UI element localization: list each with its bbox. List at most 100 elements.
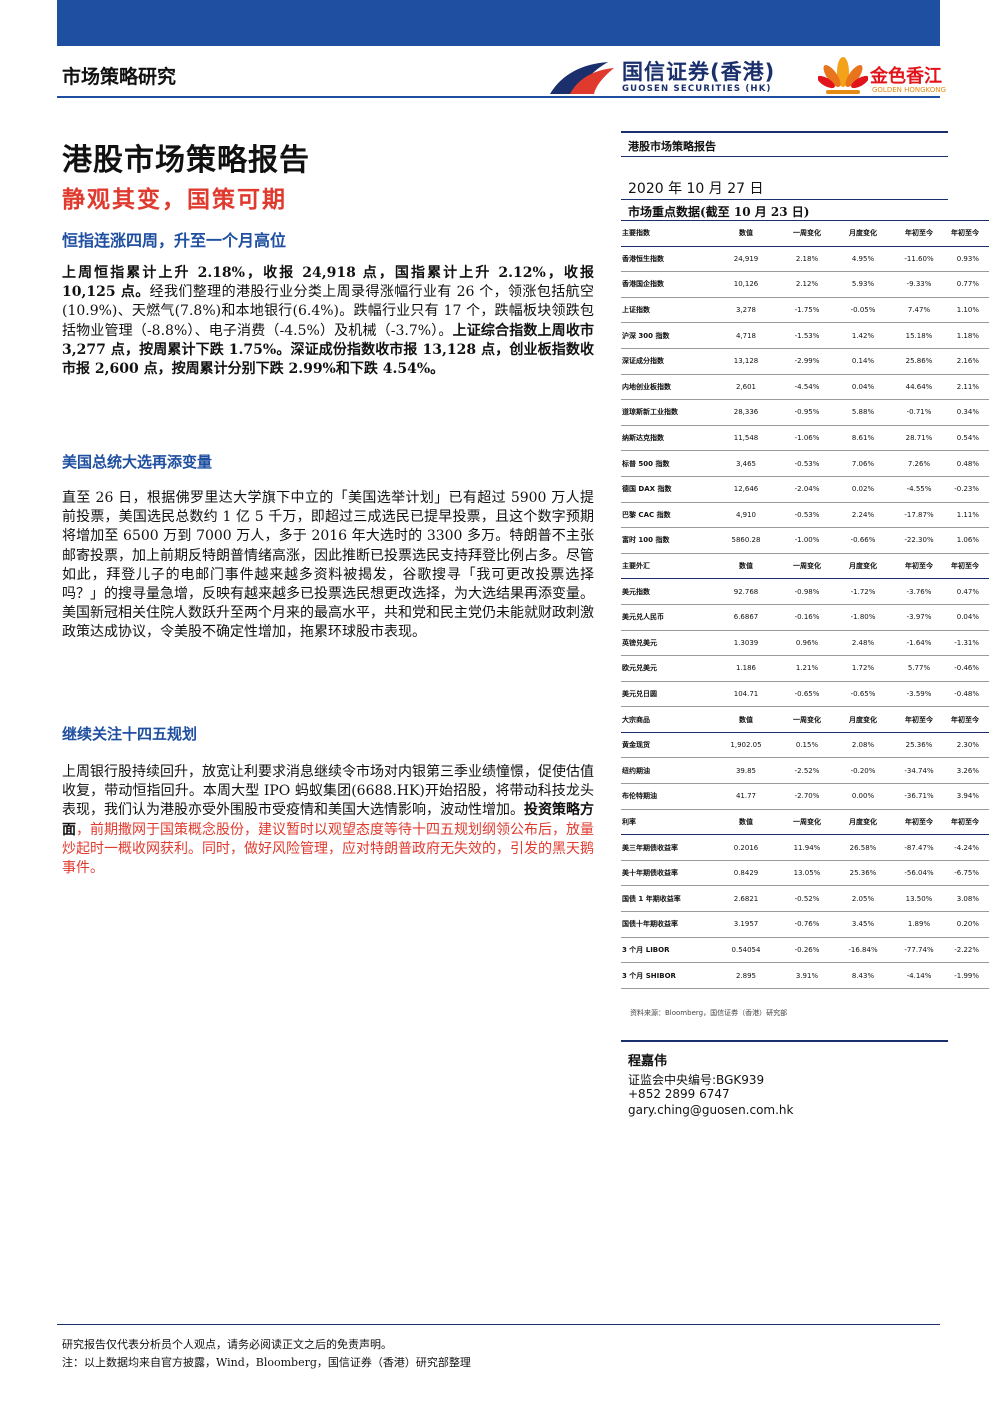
column-header: 年初至今 bbox=[947, 553, 989, 580]
sidebar-top-rule bbox=[621, 131, 948, 133]
row-label: 内地创业板指数 bbox=[621, 374, 713, 401]
table-cell: -3.97% bbox=[891, 604, 947, 631]
table-cell: -16.84% bbox=[835, 937, 891, 964]
table-cell: -6.75% bbox=[947, 860, 989, 887]
table-cell: 1.18% bbox=[947, 322, 989, 349]
table-cell: -3.59% bbox=[891, 681, 947, 708]
table-cell: -1.72% bbox=[835, 578, 891, 605]
guosen-mark-icon bbox=[550, 62, 614, 94]
table-group-header: 主要指数数值一周变化月度变化年初至今年初至今 bbox=[621, 220, 989, 247]
table-cell: -2.52% bbox=[779, 757, 835, 785]
table-cell: 5.88% bbox=[835, 399, 891, 426]
table-cell: 4,718 bbox=[713, 322, 779, 349]
row-label: 欧元兑美元 bbox=[621, 655, 713, 682]
row-label: 国债 1 年期收益率 bbox=[621, 885, 713, 913]
group-label: 主要外汇 bbox=[621, 553, 713, 580]
table-cell: 0.02% bbox=[835, 476, 891, 503]
row-label: 国债十年期收益率 bbox=[621, 911, 713, 938]
column-header: 月度变化 bbox=[835, 220, 891, 247]
table-cell: -0.76% bbox=[779, 911, 835, 938]
table-cell: 41.77 bbox=[713, 783, 779, 810]
column-header: 年初至今 bbox=[891, 553, 947, 580]
lotus-icon bbox=[817, 57, 869, 94]
table-cell: 3,278 bbox=[713, 297, 779, 324]
column-header: 月度变化 bbox=[835, 706, 891, 733]
analyst-email-link[interactable]: gary.ching@guosen.com.hk bbox=[628, 1103, 794, 1117]
column-header: 数值 bbox=[713, 809, 779, 836]
table-cell: 28,336 bbox=[713, 399, 779, 426]
table-cell: -1.31% bbox=[947, 630, 989, 657]
market-table-title: 市场重点数据(截至 10 月 23 日) bbox=[628, 205, 810, 219]
section1-heading: 美国总统大选再添变量 bbox=[62, 453, 213, 471]
table-cell: 15.18% bbox=[891, 322, 947, 349]
table-cell: 7.26% bbox=[891, 450, 947, 477]
table-cell: -1.06% bbox=[779, 425, 835, 452]
table-cell: -1.80% bbox=[835, 604, 891, 631]
column-header: 年初至今 bbox=[891, 220, 947, 247]
table-cell: -2.70% bbox=[779, 783, 835, 810]
table-cell: 28.71% bbox=[891, 425, 947, 452]
table-cell: -22.30% bbox=[891, 527, 947, 554]
section2-body-bold: 投资策略方面 bbox=[62, 802, 594, 838]
table-cell: 6.6867 bbox=[713, 604, 779, 631]
table-cell: -34.74% bbox=[891, 757, 947, 785]
row-label: 香港恒生指数 bbox=[621, 246, 713, 273]
table-cell: 1.89% bbox=[891, 911, 947, 938]
row-label: 纳斯达克指数 bbox=[621, 425, 713, 452]
table-cell: -3.76% bbox=[891, 578, 947, 605]
table-cell: 1.186 bbox=[713, 655, 779, 682]
table-cell: -17.87% bbox=[891, 502, 947, 529]
table-cell: 3,465 bbox=[713, 450, 779, 477]
row-label: 富时 100 指数 bbox=[621, 527, 713, 554]
table-cell: 0.20% bbox=[947, 911, 989, 938]
table-cell: 0.77% bbox=[947, 271, 989, 298]
table-cell: 0.93% bbox=[947, 246, 989, 273]
analyst-license: 证监会中央编号:BGK939 bbox=[628, 1073, 765, 1087]
table-cell: -0.65% bbox=[835, 681, 891, 708]
table-cell: -0.05% bbox=[835, 297, 891, 324]
row-label: 3 个月 SHIBOR bbox=[621, 962, 713, 989]
table-cell: 2.12% bbox=[779, 271, 835, 298]
column-header: 一周变化 bbox=[779, 809, 835, 836]
sidebar-title: 港股市场策略报告 bbox=[628, 140, 716, 153]
row-label: 布伦特期油 bbox=[621, 783, 713, 810]
partner-cn: 金色香江 bbox=[870, 66, 942, 87]
table-cell: 0.47% bbox=[947, 578, 989, 605]
column-header: 年初至今 bbox=[947, 220, 989, 247]
section2-body: 上周银行股持续回升，放宽让利要求消息继续令市场对内银第三季业绩憧憬，促使估值收复… bbox=[62, 763, 594, 878]
table-group-header: 主要外汇数值一周变化月度变化年初至今年初至今 bbox=[621, 553, 989, 580]
table-cell: 2.08% bbox=[835, 732, 891, 759]
row-label: 深证成分指数 bbox=[621, 348, 713, 375]
table-cell: -4.24% bbox=[947, 834, 989, 861]
summary-sentence-1: 上周恒指累计上升 2.18%，收报 24,918 点，国指累计上升 2.12%，… bbox=[62, 265, 594, 301]
table-cell: -0.53% bbox=[779, 502, 835, 529]
table-group-header: 大宗商品数值一周变化月度变化年初至今年初至今 bbox=[621, 706, 989, 733]
row-label: 美三年期债收益率 bbox=[621, 834, 713, 861]
section-label: 市场策略研究 bbox=[62, 66, 177, 88]
table-cell: 24,919 bbox=[713, 246, 779, 273]
report-title: 港股市场策略报告 bbox=[62, 143, 310, 178]
table-cell: 2.11% bbox=[947, 374, 989, 401]
table-cell: 25.86% bbox=[891, 348, 947, 375]
analyst-name: 程嘉伟 bbox=[628, 1054, 668, 1069]
table-cell: -2.99% bbox=[779, 348, 835, 375]
column-header: 一周变化 bbox=[779, 706, 835, 733]
table-cell: 3.45% bbox=[835, 911, 891, 938]
table-cell: 0.34% bbox=[947, 399, 989, 426]
table-cell: -2.04% bbox=[779, 476, 835, 503]
table-cell: 8.61% bbox=[835, 425, 891, 452]
